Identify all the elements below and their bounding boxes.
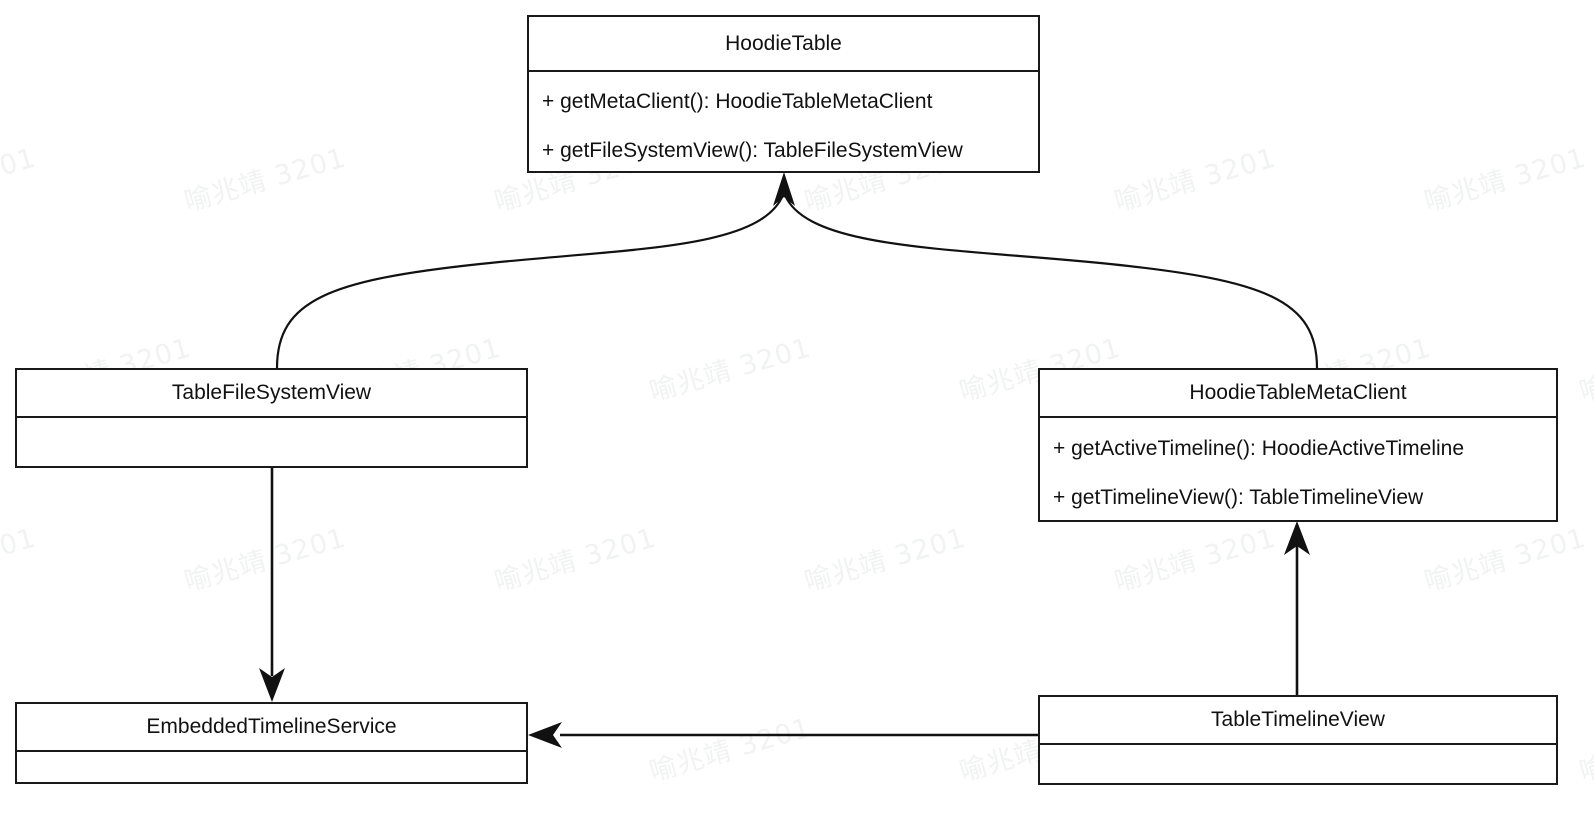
uml-member-get-file-system-view: + getFileSystemView(): TableFileSystemVi… xyxy=(542,138,963,162)
watermark-label: 喻兆靖 3201 xyxy=(1111,142,1280,219)
arrowhead-into-embeddedtimelineservice-top xyxy=(259,668,285,702)
arrowhead-into-metaclient-bottom xyxy=(1284,521,1310,555)
watermark-label: 喻兆靖 3201 xyxy=(646,332,815,409)
watermark-label: 喻兆靖 3201 xyxy=(181,522,350,599)
uml-class-hoodie-table[interactable]: HoodieTable + getMetaClient(): HoodieTab… xyxy=(527,15,1040,173)
uml-class-name-embedded-timeline-service: EmbeddedTimelineService xyxy=(17,704,526,752)
watermark-label: 喻兆靖 3201 xyxy=(491,522,660,599)
connector-filesystemview-to-hoodietable xyxy=(275,194,785,369)
uml-members-table-timeline-view xyxy=(1040,745,1556,783)
uml-class-hoodie-table-meta-client[interactable]: HoodieTableMetaClient + getActiveTimelin… xyxy=(1038,368,1558,522)
watermark-label: 喻兆靖 3201 xyxy=(1111,522,1280,599)
uml-member-get-active-timeline: + getActiveTimeline(): HoodieActiveTimel… xyxy=(1053,437,1465,460)
uml-class-name-hoodie-table-meta-client: HoodieTableMetaClient xyxy=(1040,370,1556,418)
uml-member-get-meta-client: + getMetaClient(): HoodieTableMetaClient xyxy=(542,89,933,113)
watermark-label: 喻兆靖 3201 xyxy=(1421,142,1590,219)
watermark-label: 喻兆靖 3201 xyxy=(646,712,815,789)
uml-members-table-filesystem-view xyxy=(17,418,526,466)
watermark-label: 喻兆靖 3201 xyxy=(1576,332,1594,409)
watermark-label: 喻兆靖 3201 xyxy=(801,522,970,599)
watermark-label: 喻兆靖 3201 xyxy=(0,522,40,598)
watermark-label: 喻兆靖 3201 xyxy=(0,142,40,218)
uml-class-table-filesystem-view[interactable]: TableFileSystemView xyxy=(15,368,528,468)
watermark-label: 喻兆靖 3201 xyxy=(181,142,350,219)
watermark-label: 喻兆靖 3201 xyxy=(1576,712,1594,789)
arrowhead-into-embeddedtimelineservice-right xyxy=(528,722,562,748)
connector-metaclient-to-hoodietable xyxy=(783,194,1319,369)
uml-class-table-timeline-view[interactable]: TableTimelineView xyxy=(1038,695,1558,785)
uml-class-name-table-timeline-view: TableTimelineView xyxy=(1040,697,1556,745)
uml-class-embedded-timeline-service[interactable]: EmbeddedTimelineService xyxy=(15,702,528,784)
watermark-label: 喻兆靖 3201 xyxy=(1421,522,1590,599)
uml-members-hoodie-table: + getMetaClient(): HoodieTableMetaClient… xyxy=(529,72,1038,171)
uml-class-name-hoodie-table: HoodieTable xyxy=(529,17,1038,72)
uml-member-get-timeline-view: + getTimelineView(): TableTimelineView xyxy=(1053,486,1424,509)
uml-members-hoodie-table-meta-client: + getActiveTimeline(): HoodieActiveTimel… xyxy=(1040,418,1556,520)
uml-members-embedded-timeline-service xyxy=(17,752,526,782)
arrowhead-into-hoodietable xyxy=(773,172,795,206)
uml-class-name-table-filesystem-view: TableFileSystemView xyxy=(17,370,526,418)
